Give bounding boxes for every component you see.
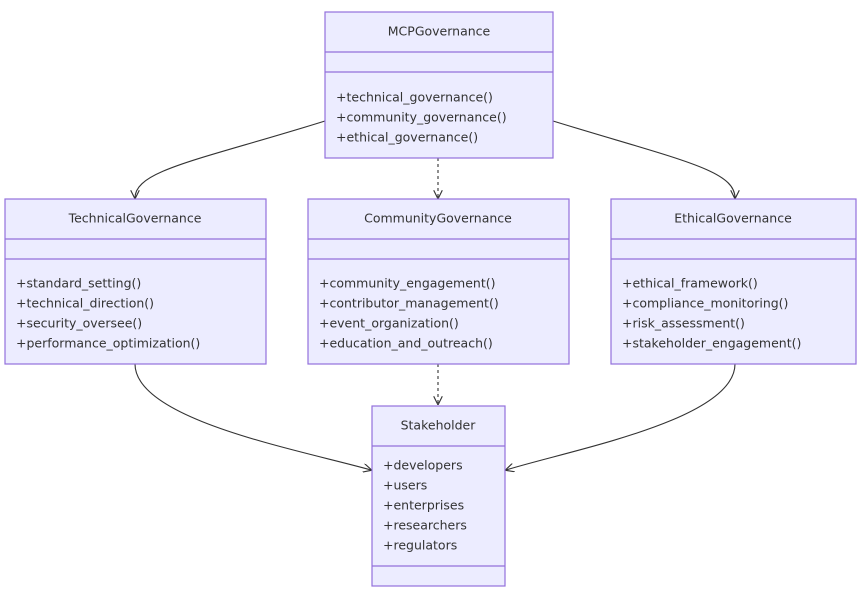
method: +community_governance() [336,110,507,125]
method: +ethical_framework() [622,276,758,291]
class-stakeholder: Stakeholder +developers +users +enterpri… [371,405,506,587]
attribute: +enterprises [383,498,464,513]
method: +standard_setting() [16,276,141,291]
class-technical-governance: TechnicalGovernance +standard_setting() … [4,198,267,365]
method: +education_and_outreach() [319,336,493,351]
edge-ethical-to-stakeholder [506,363,736,470]
class-mcp-governance: MCPGovernance +technical_governance() +c… [324,11,554,159]
edge-mcp-to-technical [135,120,326,198]
method: +technical_governance() [336,90,493,105]
class-title: MCPGovernance [388,24,491,39]
method: +ethical_governance() [336,130,478,145]
attribute: +developers [383,458,463,473]
method: +compliance_monitoring() [622,296,788,311]
method: +technical_direction() [16,296,154,311]
class-title: EthicalGovernance [674,211,792,226]
edge-technical-to-stakeholder [134,363,371,470]
class-community-governance: CommunityGovernance +community_engagemen… [307,198,570,365]
class-title: Stakeholder [401,418,477,433]
attribute: +regulators [383,538,457,553]
class-ethical-governance: EthicalGovernance +ethical_framework() +… [610,198,857,365]
method: +stakeholder_engagement() [622,336,801,351]
method: +performance_optimization() [16,336,200,351]
class-title: TechnicalGovernance [68,211,202,226]
method: +contributor_management() [319,296,499,311]
method: +event_organization() [319,316,459,331]
attribute: +users [383,478,427,493]
method: +community_engagement() [319,276,496,291]
method: +security_oversee() [16,316,142,331]
attribute: +researchers [383,518,467,533]
edges [134,120,736,470]
edge-mcp-to-ethical [552,120,735,198]
class-title: CommunityGovernance [364,211,512,226]
method: +risk_assessment() [622,316,745,331]
